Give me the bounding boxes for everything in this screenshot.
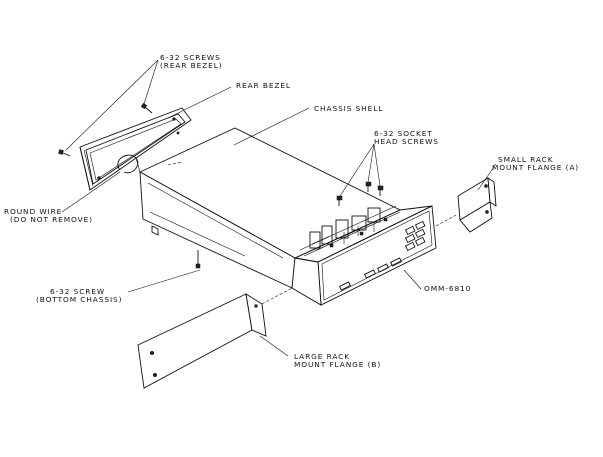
- label-small-rack-flange: SMALL RACK: [498, 155, 553, 164]
- label-omm-6810: OMM-6810: [424, 284, 471, 293]
- label-socket-head-screws-sub: HEAD SCREWS: [374, 137, 439, 146]
- label-bottom-chassis-screw-sub: (BOTTOM CHASSIS): [36, 295, 122, 304]
- label-ground-wire-sub: (DO NOT REMOVE): [10, 215, 93, 224]
- label-rear-bezel: REAR BEZEL: [236, 81, 291, 90]
- socket-screw-icon: [377, 185, 384, 196]
- label-socket-head-screws: 6-32 SOCKET: [374, 129, 433, 138]
- socket-screw-icon: [336, 195, 343, 206]
- rear-bezel-screws: [58, 102, 153, 157]
- rear-bezel-screw-icon: [140, 102, 153, 114]
- leader-lines: [61, 59, 497, 357]
- label-rear-bezel-screws: 6-32 SCREWS: [160, 53, 221, 62]
- rear-bezel-screw-icon: [58, 149, 71, 157]
- label-ground-wire: ROUND WIRE: [4, 207, 62, 216]
- large-rack-flange: [137, 293, 267, 389]
- label-chassis-shell: CHASSIS SHELL: [314, 104, 383, 113]
- bottom-chassis-screw-icon: [195, 250, 201, 269]
- label-large-rack-flange: LARGE RACK: [294, 352, 350, 361]
- socket-screw-icon: [365, 181, 372, 192]
- internal-circuitry: [299, 205, 401, 257]
- socket-head-screws: [336, 181, 384, 206]
- label-large-rack-flange-sub: MOUNT FLANGE (B): [294, 360, 381, 369]
- label-small-rack-flange-sub: MOUNT FLANGE (A): [492, 163, 579, 172]
- front-panel-keys: [339, 220, 426, 291]
- rear-bezel: [79, 107, 192, 191]
- small-rack-flange: [457, 177, 497, 233]
- front-panel-omm: [291, 205, 437, 306]
- label-bottom-chassis-screw: 6-32 SCREW: [50, 287, 105, 296]
- label-rear-bezel-screws-sub: (REAR BEZEL): [160, 61, 223, 70]
